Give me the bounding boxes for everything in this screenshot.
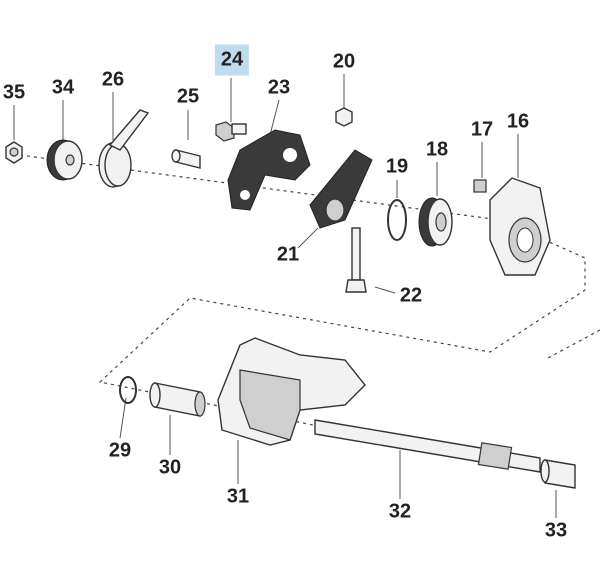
callout-29[interactable]: 29 xyxy=(108,439,132,462)
callout-34[interactable]: 34 xyxy=(51,76,75,99)
part-21-arm[interactable] xyxy=(309,149,373,229)
part-26-spring[interactable] xyxy=(98,109,150,188)
part-34-roller[interactable] xyxy=(46,139,83,181)
part-20-nut[interactable] xyxy=(335,107,353,127)
part-35-nut[interactable] xyxy=(5,141,23,164)
part-23-lever[interactable] xyxy=(227,129,311,211)
callout-32[interactable]: 32 xyxy=(388,500,412,523)
part-17-screw[interactable] xyxy=(473,179,487,193)
part-33-sleeve[interactable] xyxy=(540,459,576,489)
part-29-ring[interactable] xyxy=(119,376,137,404)
callout-25[interactable]: 25 xyxy=(176,85,200,108)
part-32-shaft[interactable] xyxy=(314,419,541,473)
callout-18[interactable]: 18 xyxy=(425,138,449,161)
leader-lines xyxy=(13,74,557,518)
callout-17[interactable]: 17 xyxy=(470,118,494,141)
part-18-bearing[interactable] xyxy=(418,197,453,247)
part-16-housing[interactable] xyxy=(489,177,551,276)
callout-21[interactable]: 21 xyxy=(276,243,300,266)
part-30-bushing[interactable] xyxy=(149,382,206,417)
callout-23[interactable]: 23 xyxy=(267,76,291,99)
part-19-circlip[interactable] xyxy=(387,199,407,241)
callout-33[interactable]: 33 xyxy=(544,519,568,542)
part-22-bolt[interactable] xyxy=(345,227,367,293)
callout-30[interactable]: 30 xyxy=(158,456,182,479)
callout-19[interactable]: 19 xyxy=(385,155,409,178)
callout-35[interactable]: 35 xyxy=(2,81,26,104)
right-assembly-axis xyxy=(547,329,600,359)
part-25-pin[interactable] xyxy=(171,149,201,169)
callout-22[interactable]: 22 xyxy=(399,284,423,307)
callout-16[interactable]: 16 xyxy=(506,110,530,133)
callout-31[interactable]: 31 xyxy=(226,485,250,508)
callout-24-highlighted[interactable]: 24 xyxy=(214,44,250,76)
part-31-bracket[interactable] xyxy=(217,337,366,446)
part-24-bolt[interactable] xyxy=(215,121,247,142)
callout-20[interactable]: 20 xyxy=(332,50,356,73)
callout-26[interactable]: 26 xyxy=(101,68,125,91)
